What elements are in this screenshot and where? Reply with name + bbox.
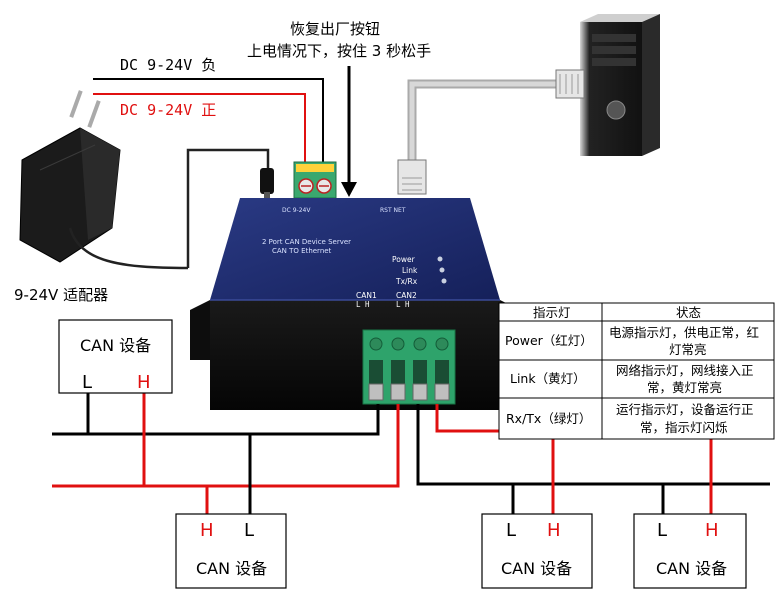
can-device-2-left: H: [200, 520, 214, 541]
power-adapter-icon: [19, 90, 121, 263]
can-device-3-right: H: [547, 520, 561, 541]
can-device-4-title: CAN 设备: [656, 559, 727, 578]
dc-negative-wire: [93, 78, 324, 180]
rj45-plug-pc-icon: [555, 69, 585, 99]
can-device-box-1: [58, 319, 173, 394]
table-row-1-desc2: 灯常亮: [669, 342, 707, 357]
led-link-label: Link: [402, 266, 418, 275]
ethernet-cable: [407, 79, 572, 164]
table-header-status: 状态: [676, 305, 701, 320]
restore-button-title: 恢复出厂按钮: [290, 20, 380, 38]
can-device-4-right: H: [705, 520, 719, 541]
device-model-text: 2 Port CAN Device Server: [262, 238, 351, 246]
can-device-2-right: L: [244, 520, 254, 541]
device-top-label-right: RST NET: [380, 207, 406, 214]
table-row-3-desc2: 常，指示灯闪烁: [640, 420, 728, 435]
led-power-indicator: [437, 256, 443, 262]
table-row-2-name: Link（黄灯）: [510, 371, 586, 386]
table-row-3-desc1: 运行指示灯，设备运行正: [616, 402, 754, 417]
led-txrx-label: Tx/Rx: [395, 277, 418, 286]
adapter-cable: [68, 148, 270, 270]
can-device-box-3: [481, 513, 593, 589]
led-status-table: [498, 302, 775, 440]
table-row-1-desc1: 电源指示灯，供电正常，红: [609, 325, 759, 340]
adapter-label: 9-24V 适配器: [14, 286, 108, 304]
can-device-4-left: L: [657, 520, 667, 541]
table-row-3-name: Rx/Tx（绿灯）: [506, 411, 591, 426]
can2-l-wire: [416, 404, 770, 486]
restore-arrow-icon: [341, 66, 357, 197]
can-device-3-title: CAN 设备: [501, 559, 572, 578]
restore-button-desc: 上电情况下，按住 3 秒松手: [247, 42, 431, 60]
can-device-2-title: CAN 设备: [196, 559, 267, 578]
device-top-label-left: DC 9-24V: [282, 207, 311, 214]
can2-pins-label: L H: [396, 300, 410, 309]
device-subtitle-text: CAN TO Ethernet: [272, 247, 332, 255]
can-device-box-4: [633, 513, 747, 589]
can-device-box-2: [175, 513, 287, 589]
dc-plug-icon: [260, 168, 274, 200]
rj45-plug-device-icon: [397, 159, 427, 195]
power-terminal-icon: [293, 161, 337, 199]
computer-tower-icon: [580, 14, 660, 156]
can-terminal-block-icon: [362, 329, 456, 405]
can1-pins-label: L H: [356, 300, 370, 309]
can-device-3-left: L: [506, 520, 516, 541]
dc-negative-label: DC 9-24V 负: [120, 56, 216, 74]
can-device-server: [190, 198, 520, 410]
table-row-2-desc1: 网络指示灯，网线接入正: [616, 363, 754, 378]
table-row-2-desc2: 常，黄灯常亮: [647, 380, 722, 395]
dc-positive-wire: [93, 93, 306, 180]
led-txrx-indicator: [441, 278, 447, 284]
can1-port-label: CAN1: [356, 291, 377, 300]
led-power-label: Power: [392, 255, 416, 264]
led-link-indicator: [439, 267, 445, 273]
dc-positive-label: DC 9-24V 正: [120, 101, 216, 119]
can1-l-wire: [52, 404, 380, 436]
can-device-1-title: CAN 设备: [80, 336, 151, 355]
can-device-1-left: L: [82, 372, 92, 393]
can2-port-label: CAN2: [396, 291, 417, 300]
can-device-1-right: H: [137, 372, 151, 393]
can1-h-wire: [52, 404, 400, 488]
table-header-indicator: 指示灯: [533, 305, 571, 320]
table-row-1-name: Power（红灯）: [505, 333, 593, 348]
